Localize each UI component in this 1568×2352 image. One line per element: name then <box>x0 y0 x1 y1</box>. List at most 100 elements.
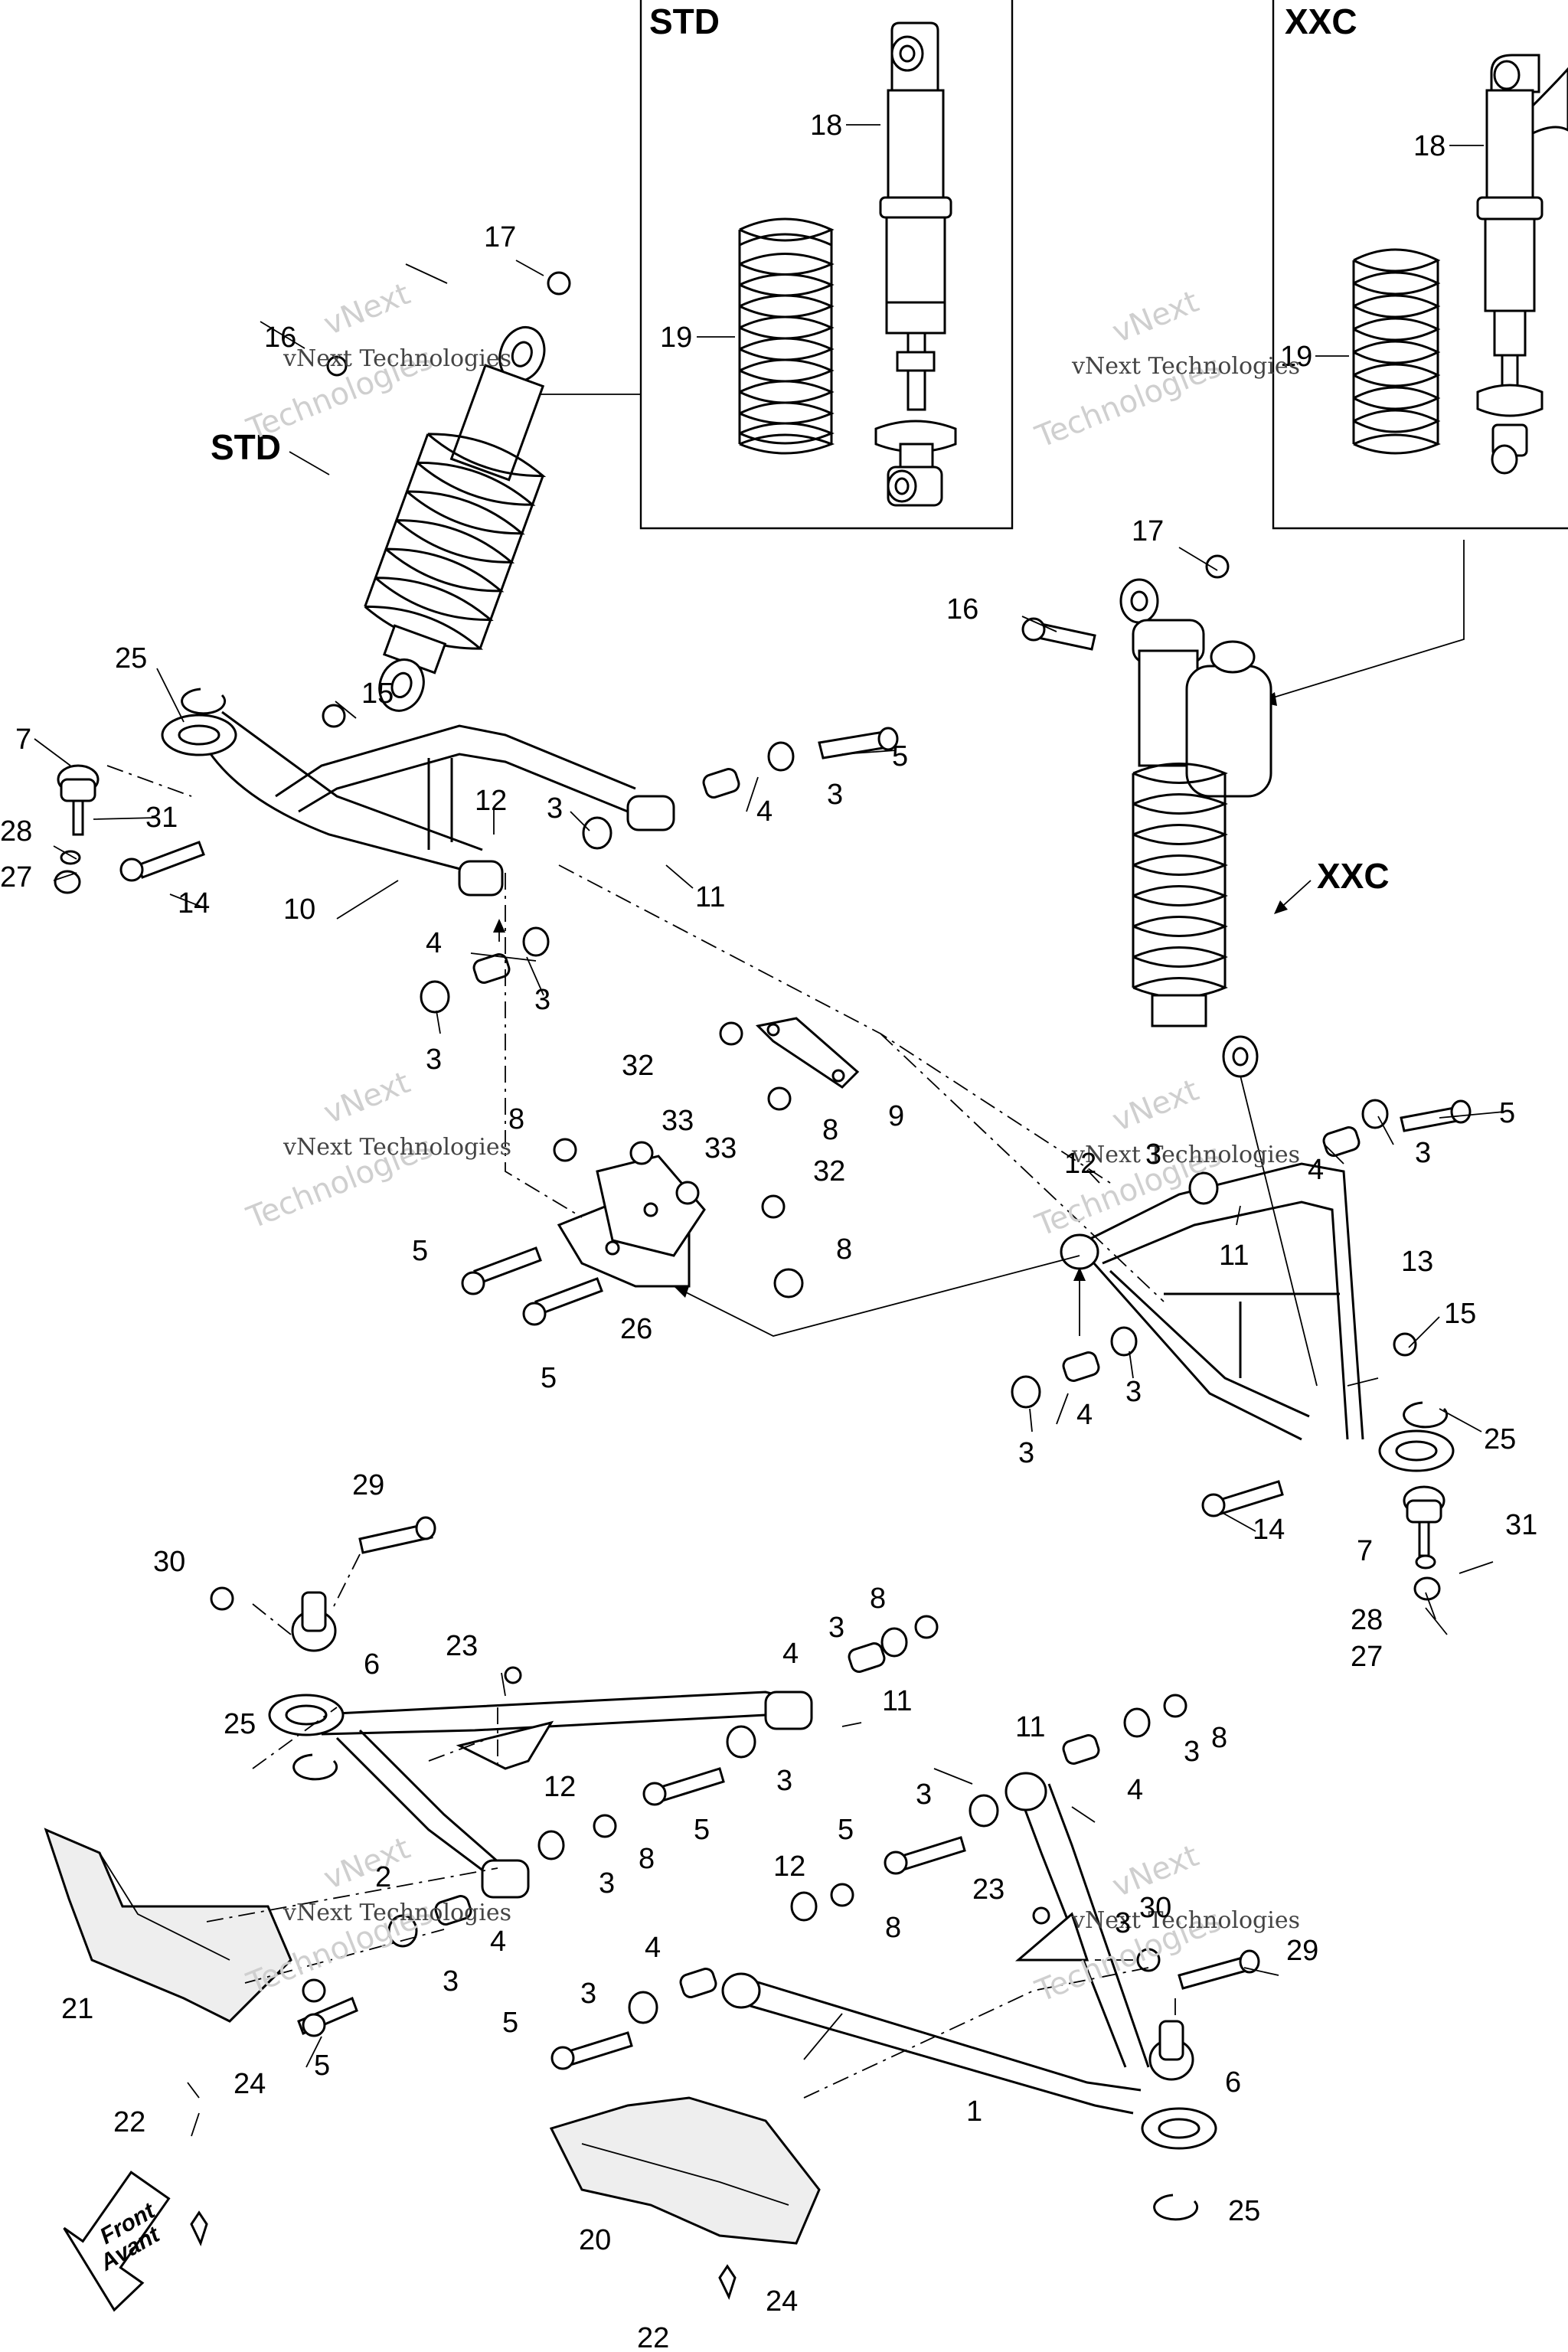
callout-3: 3 <box>916 1779 932 1811</box>
callout-6: 6 <box>364 1648 380 1681</box>
callout-11: 11 <box>1219 1240 1249 1272</box>
callout-1: 1 <box>966 2096 982 2128</box>
callout-23: 23 <box>972 1873 1004 1906</box>
callout-3: 3 <box>1145 1138 1161 1171</box>
callout-10: 10 <box>283 893 315 926</box>
callout-5: 5 <box>694 1814 710 1846</box>
bushing-parts <box>54 271 1441 2301</box>
callout-30: 30 <box>1139 1892 1171 1924</box>
callout-8: 8 <box>1211 1722 1227 1754</box>
callout-4: 4 <box>426 927 442 959</box>
ball-joint-6-right <box>1148 2020 1194 2081</box>
callout-12: 12 <box>1064 1148 1096 1180</box>
callout-4: 4 <box>645 1932 661 1964</box>
callout-30: 30 <box>153 1546 185 1578</box>
callout-15: 15 <box>1444 1298 1476 1330</box>
lower-a-arm-right <box>721 1772 1217 2150</box>
callout-15: 15 <box>361 678 394 710</box>
std-shock-label-leader <box>405 263 448 284</box>
watermark-vnext: vNext <box>1108 1073 1204 1138</box>
callout-3: 3 <box>534 984 550 1016</box>
callout-5: 5 <box>502 2007 518 2039</box>
bolt-parts <box>119 617 1472 2070</box>
callout-17: 17 <box>1132 515 1164 547</box>
std-inset-spring <box>738 217 835 455</box>
callout-25: 25 <box>1484 1423 1516 1455</box>
callout-5: 5 <box>541 1362 557 1394</box>
callout-numbers: 17 16 25 15 7 31 28 27 14 10 12 3 4 3 5 … <box>0 221 1537 2352</box>
ball-joint-7-left <box>57 764 100 836</box>
callout-5: 5 <box>314 2050 330 2082</box>
std-inset-shock <box>874 21 957 507</box>
callout-3: 3 <box>828 1612 844 1644</box>
callout-17: 17 <box>484 221 516 253</box>
callout-29: 29 <box>352 1469 384 1501</box>
std-inset-shock-callout: 18 <box>810 109 842 142</box>
callout-5: 5 <box>838 1814 854 1846</box>
callout-8: 8 <box>870 1583 886 1615</box>
callout-11: 11 <box>1015 1711 1045 1743</box>
callout-8: 8 <box>836 1233 852 1266</box>
callout-3: 3 <box>776 1765 792 1797</box>
callout-25: 25 <box>1228 2195 1260 2227</box>
watermark-vnext: vNext <box>319 1065 416 1131</box>
callout-22: 22 <box>113 2106 145 2138</box>
callout-4: 4 <box>1076 1399 1093 1431</box>
callout-8: 8 <box>508 1103 524 1135</box>
watermark-full: vNext Technologies <box>1071 1142 1300 1168</box>
leader-lines <box>34 260 1505 2137</box>
circlip-parts <box>181 688 1449 2221</box>
callout-7: 7 <box>15 724 31 756</box>
callout-21: 21 <box>61 1993 93 2025</box>
callout-4: 4 <box>756 795 773 828</box>
callout-5: 5 <box>892 740 908 773</box>
callout-32: 32 <box>622 1050 654 1082</box>
front-direction-arrow: Front Avant <box>63 2171 171 2312</box>
xxc-inset: XXC 18 19 <box>1272 0 1568 530</box>
callout-3: 3 <box>1125 1376 1142 1408</box>
callout-33: 33 <box>662 1105 694 1137</box>
callout-3: 3 <box>599 1867 615 1900</box>
ball-joint-6-left <box>291 1591 337 1652</box>
callout-9: 9 <box>888 1100 904 1132</box>
callout-31: 31 <box>145 802 178 834</box>
callout-27: 27 <box>0 861 32 893</box>
callout-3: 3 <box>1115 1907 1131 1939</box>
callout-3: 3 <box>580 1978 596 2010</box>
callout-27: 27 <box>1351 1641 1383 1673</box>
skid-plate-21 <box>44 1828 292 2023</box>
callout-3: 3 <box>1415 1137 1431 1169</box>
watermark-full: vNext Technologies <box>283 345 511 372</box>
callout-16: 16 <box>264 322 296 354</box>
std-inset: STD 18 19 <box>639 0 1014 530</box>
xxc-shock-assembly: XXC <box>1119 578 1390 1387</box>
callout-11: 11 <box>695 881 725 913</box>
callout-20: 20 <box>579 2224 611 2256</box>
callout-32: 32 <box>813 1155 845 1187</box>
callout-4: 4 <box>490 1926 506 1958</box>
watermark-full: vNext Technologies <box>1071 1907 1300 1934</box>
bracket-26 <box>557 1155 706 1288</box>
xxc-shock-label: XXC <box>1317 856 1390 896</box>
skid-plate-20 <box>549 2096 821 2245</box>
callout-12: 12 <box>544 1771 576 1803</box>
callout-6: 6 <box>1225 2066 1241 2099</box>
xxc-inset-spring <box>1352 248 1441 455</box>
watermark-vnext: vNext <box>1108 284 1204 350</box>
callout-4: 4 <box>1308 1154 1324 1186</box>
callout-31: 31 <box>1505 1509 1537 1541</box>
callout-26: 26 <box>620 1313 652 1345</box>
xxc-inset-pointer <box>1263 540 1465 701</box>
lower-a-arm-left <box>268 1690 813 1899</box>
callout-8: 8 <box>639 1843 655 1875</box>
callout-13: 13 <box>1401 1246 1433 1278</box>
callout-2: 2 <box>375 1861 391 1893</box>
callout-22: 22 <box>637 2322 669 2352</box>
callout-3: 3 <box>443 1965 459 1998</box>
callout-25: 25 <box>115 642 147 675</box>
std-shock-label: STD <box>211 427 281 467</box>
std-shock-assembly: STD <box>211 263 547 712</box>
callout-3: 3 <box>827 779 843 811</box>
callout-12: 12 <box>773 1851 805 1883</box>
callout-3: 3 <box>1184 1736 1200 1768</box>
